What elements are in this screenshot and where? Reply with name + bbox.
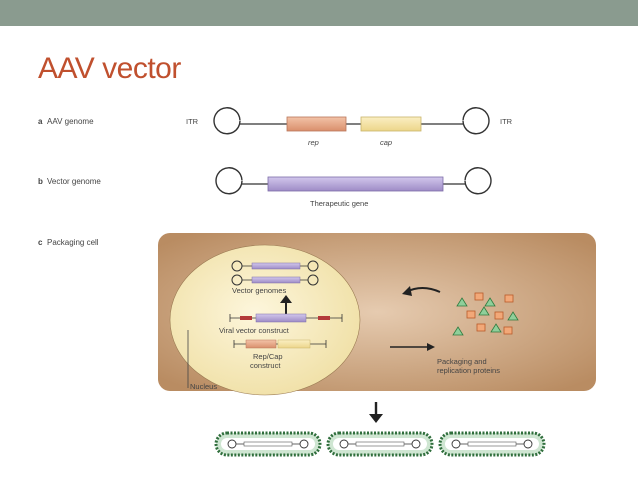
repcap-construct <box>233 339 327 349</box>
aav-virion-particles <box>214 431 546 457</box>
itr-right-label: ITR <box>500 117 513 126</box>
repcap-label-line2: construct <box>250 361 281 370</box>
panel-b-label: Vector genome <box>47 177 101 186</box>
import-curved-arrowhead <box>402 286 412 296</box>
panel-a-label: AAV genome <box>47 117 94 126</box>
panel-a-aav-genome: a AAV genome ITR ITR rep cap <box>38 107 513 147</box>
therapeutic-gene-box <box>267 176 444 192</box>
itr-left-label: ITR <box>186 117 199 126</box>
vector-itr-right-loop <box>464 167 492 195</box>
aav-virion <box>214 431 322 457</box>
vector-genome-copies <box>231 260 319 286</box>
slide-top-bar <box>0 0 638 26</box>
down-arrow-head <box>369 414 383 423</box>
vector-itr-left-loop <box>215 167 243 195</box>
itr-right-loop <box>462 107 490 135</box>
aav-virion <box>438 431 546 457</box>
panel-c-label: Packaging cell <box>47 238 99 247</box>
panel-b-letter: b <box>38 177 43 186</box>
panel-c-packaging-cell: c Packaging cell Nucleus Vector genomes <box>38 233 596 396</box>
therapeutic-gene-label: Therapeutic gene <box>310 199 368 208</box>
aav-virion <box>326 431 434 457</box>
viral-vector-construct-label: Viral vector construct <box>219 326 290 335</box>
export-arrowhead <box>427 343 435 351</box>
repcap-label-line1: Rep/Cap <box>253 352 283 361</box>
viral-vector-construct <box>229 313 343 323</box>
panel-b-vector-genome: b Vector genome Therapeutic gene <box>38 167 492 208</box>
itr-left-loop <box>213 107 241 135</box>
proteins-label-line2: replication proteins <box>437 366 500 375</box>
cap-label: cap <box>380 138 392 147</box>
rep-label: rep <box>308 138 319 147</box>
up-arrow-head <box>280 295 292 303</box>
cap-gene-box <box>360 116 422 132</box>
slide-title: AAV vector <box>38 52 181 85</box>
packaging-proteins <box>452 292 519 336</box>
panel-a-letter: a <box>38 117 43 126</box>
vector-genomes-label: Vector genomes <box>232 286 286 295</box>
nucleus-label: Nucleus <box>190 382 217 391</box>
proteins-label-line1: Packaging and <box>437 357 487 366</box>
rep-gene-box <box>286 116 347 132</box>
panel-c-letter: c <box>38 238 43 247</box>
